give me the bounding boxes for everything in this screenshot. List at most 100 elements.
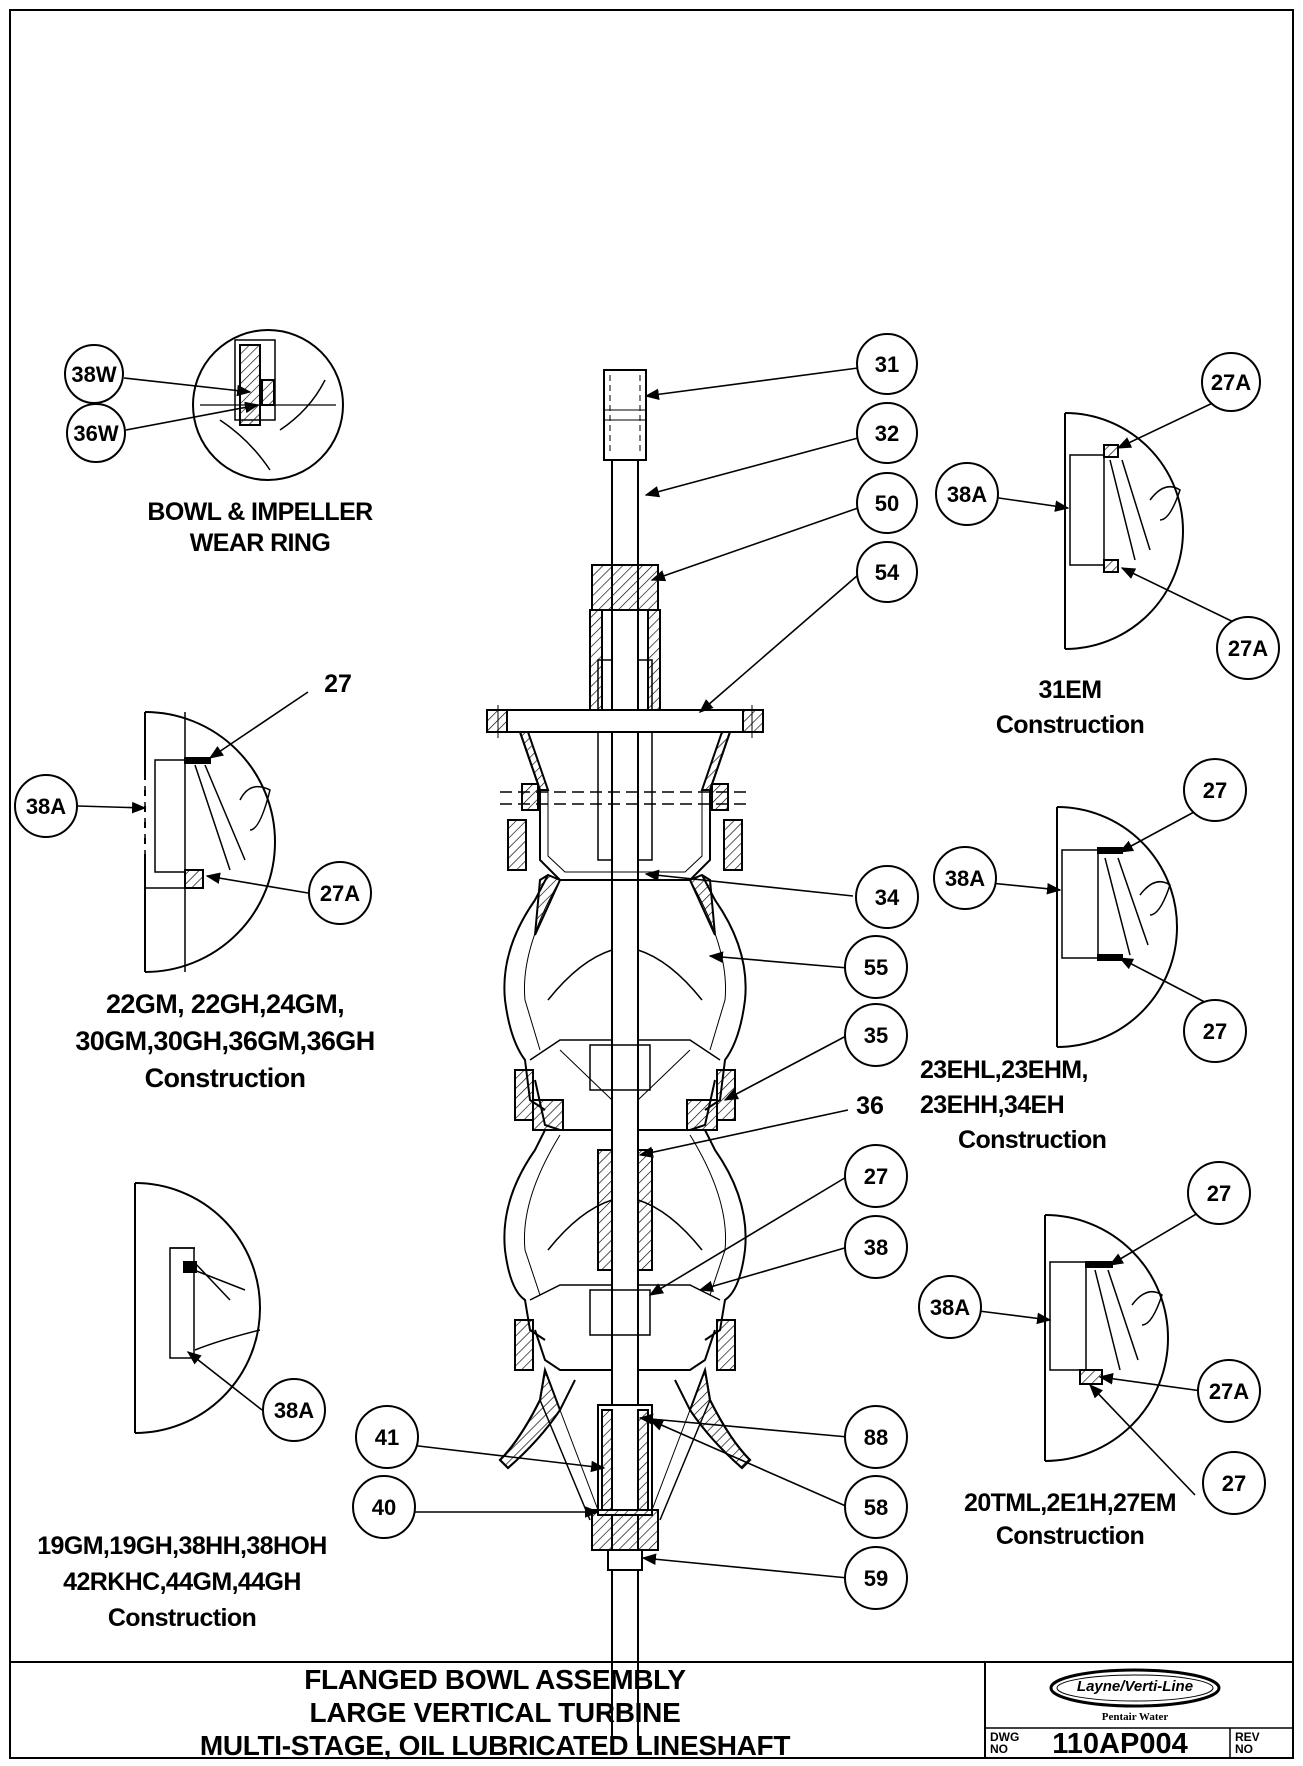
- callout-36: 36: [856, 1092, 884, 1120]
- callout-32-circle: [856, 402, 918, 464]
- callout-36w-circle: [66, 403, 126, 463]
- caption-23eh: 23EHL,23EHM, 23EHH,34EH Construction: [920, 1053, 1150, 1158]
- rev-no-label: REV NO: [1235, 1731, 1260, 1755]
- callout-27-ga-top: 27: [324, 670, 352, 698]
- company-name: Pentair Water: [1101, 1711, 1169, 1723]
- callout-31: 31: [875, 352, 899, 377]
- bowl-1: [503, 874, 549, 1111]
- caption-wear-ring-line-2: WEAR RING: [189, 529, 331, 557]
- callout-38a-eh-circle: [933, 846, 997, 910]
- callout-27a-em-bot-circle: [1216, 616, 1280, 680]
- caption-22gm-line-1: 22GM, 22GH,24GM,: [106, 989, 345, 1019]
- callout-38a-ga: 38A: [26, 794, 66, 819]
- dwg-label-line-1: DWG: [990, 1730, 1020, 1744]
- callout-38a-tml: 38A: [930, 1295, 970, 1320]
- callout-50-circle: [856, 472, 918, 534]
- caption-22gm-line-3: Construction: [144, 1063, 306, 1093]
- caption-22gm: 22GM, 22GH,24GM, 30GM,30GH,36GM,36GH Con…: [40, 986, 410, 1097]
- callout-50: 50: [875, 491, 899, 516]
- callout-27-eh-top: 27: [1203, 778, 1227, 803]
- callout-38a-ga-circle: [14, 774, 78, 838]
- callout-40: 40: [372, 1495, 396, 1520]
- detail-23eh: [1056, 806, 1178, 1048]
- detail-31em: [1064, 412, 1184, 650]
- detail-20tml: [1044, 1214, 1169, 1462]
- callout-41: 41: [375, 1425, 399, 1450]
- drawing-title-line-2: LARGE VERTICAL TURBINE: [309, 1697, 681, 1728]
- callout-59-circle: [844, 1546, 908, 1610]
- callout-38w-circle: [64, 344, 124, 404]
- impeller-2: [547, 1199, 703, 1251]
- drawing-title-line-3: MULTI-STAGE, OIL LUBRICATED LINESHAFT: [199, 1730, 791, 1761]
- callout-38w: 38W: [71, 362, 116, 387]
- callout-27a-em-top-circle: [1201, 352, 1261, 412]
- callout-38a-em: 38A: [947, 482, 987, 507]
- callout-32: 32: [875, 421, 899, 446]
- callout-27a-em-top: 27A: [1211, 370, 1251, 395]
- callout-27a-tml-circle: [1197, 1359, 1261, 1423]
- caption-19gm: 19GM,19GH,38HH,38HOH 42RKHC,44GM,44GH Co…: [12, 1528, 352, 1636]
- callout-38-circle: [844, 1215, 908, 1279]
- caption-20tml: 20TML,2E1H,27EM Construction: [940, 1487, 1200, 1553]
- rev-label-line-2: NO: [1235, 1742, 1253, 1756]
- caption-20tml-line-2: Construction: [995, 1522, 1145, 1550]
- callout-54-circle: [856, 541, 918, 603]
- callout-27a-ga: 27A: [320, 881, 360, 906]
- caption-31em-line-2: Construction: [995, 711, 1145, 739]
- detail-22gm: [143, 711, 276, 973]
- callout-55-circle: [844, 935, 908, 999]
- rev-label-line-1: REV: [1235, 1730, 1260, 1744]
- drawing-number: 110AP004: [1052, 1728, 1188, 1760]
- callout-27-tml-bot: 27: [1222, 1471, 1246, 1496]
- caption-23eh-line-2: 23EHH,34EH: [920, 1091, 1065, 1119]
- main-assembly: [486, 369, 764, 1750]
- caption-20tml-line-1: 20TML,2E1H,27EM: [964, 1489, 1177, 1517]
- caption-wear-ring: BOWL & IMPELLER WEAR RING: [120, 497, 400, 559]
- dwg-no-label: DWG NO: [990, 1731, 1019, 1755]
- caption-22gm-line-2: 30GM,30GH,36GM,36GH: [75, 1026, 375, 1056]
- callout-27-eh-bot-circle: [1183, 999, 1247, 1063]
- callout-40-circle: [352, 1475, 416, 1539]
- callout-31-circle: [856, 333, 918, 395]
- detail-19gm: [134, 1182, 261, 1434]
- callout-58-circle: [844, 1475, 908, 1539]
- drawing-title-line-1: FLANGED BOWL ASSEMBLY: [304, 1664, 686, 1695]
- callout-27-eh-top-circle: [1183, 758, 1247, 822]
- callout-38: 38: [864, 1235, 888, 1260]
- detail-wear-ring: [192, 329, 344, 481]
- callout-27-tml-bot-circle: [1202, 1451, 1266, 1515]
- sheet-border: [9, 9, 1294, 1759]
- company-logo-inner: [1056, 1674, 1214, 1702]
- caption-23eh-line-3: Construction: [958, 1126, 1107, 1154]
- callout-88-circle: [844, 1405, 908, 1469]
- callout-27-eh-bot: 27: [1203, 1019, 1227, 1044]
- callout-34-circle: [855, 865, 919, 929]
- callout-27-main-circle: [844, 1144, 908, 1208]
- caption-31em-line-1: 31EM: [1038, 676, 1103, 704]
- callout-36w: 36W: [73, 421, 118, 446]
- bowl-2: [503, 1129, 546, 1341]
- callout-bubbles: [14, 333, 1280, 1610]
- caption-31em: 31EM Construction: [960, 673, 1180, 743]
- discharge-flange: [486, 709, 764, 733]
- dwg-label-line-2: NO: [990, 1742, 1008, 1756]
- caption-19gm-line-1: 19GM,19GH,38HH,38HOH: [37, 1532, 327, 1560]
- callout-27a-ga-circle: [308, 861, 372, 925]
- company-logo: [1049, 1668, 1221, 1708]
- callout-54: 54: [875, 560, 900, 585]
- impeller-1: [547, 949, 703, 1001]
- callout-34: 34: [875, 885, 900, 910]
- callout-55: 55: [864, 955, 888, 980]
- caption-19gm-line-2: 42RKHC,44GM,44GH: [63, 1568, 301, 1596]
- callout-88: 88: [864, 1425, 888, 1450]
- callout-59: 59: [864, 1566, 888, 1591]
- callout-27-main: 27: [864, 1164, 888, 1189]
- callout-35: 35: [864, 1023, 888, 1048]
- callout-27a-tml: 27A: [1209, 1379, 1249, 1404]
- callout-35-circle: [844, 1003, 908, 1067]
- callout-38a-eh: 38A: [945, 866, 985, 891]
- callout-41-circle: [355, 1405, 419, 1469]
- callout-38a-gb: 38A: [274, 1398, 314, 1423]
- caption-19gm-line-3: Construction: [107, 1604, 257, 1632]
